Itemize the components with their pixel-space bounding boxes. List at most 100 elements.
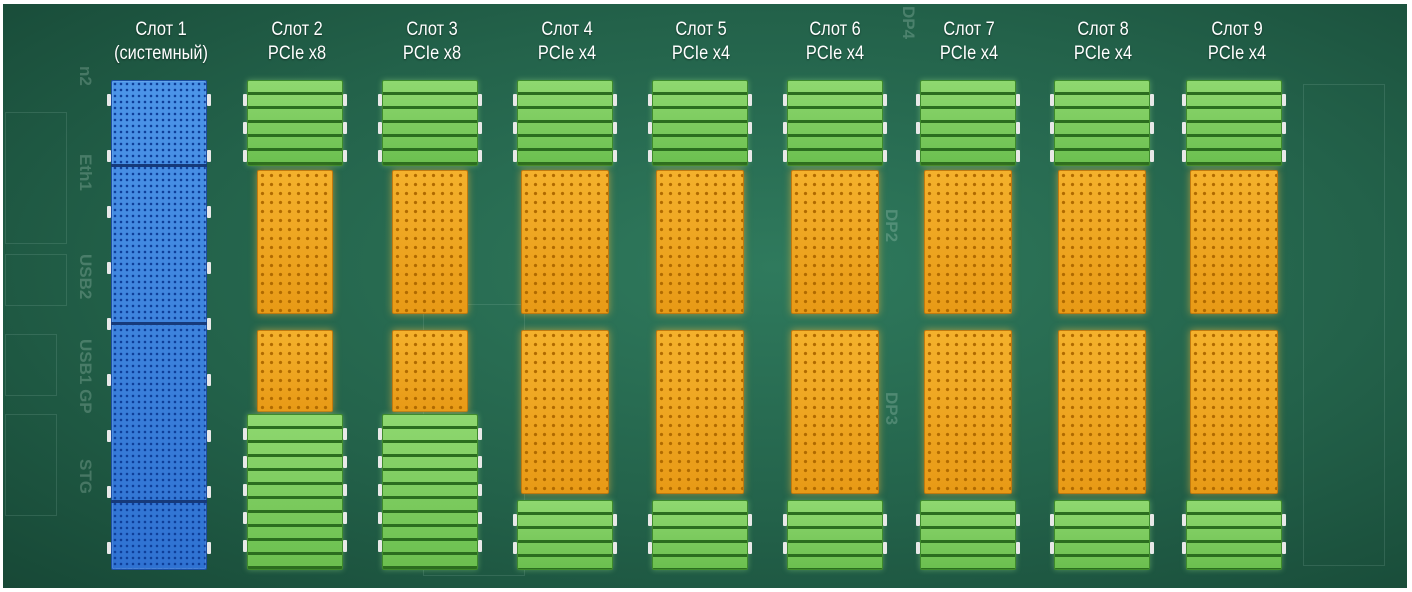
connector-latch [343, 540, 347, 552]
connector-latch [783, 94, 787, 106]
connector-latch [207, 486, 211, 498]
connector-latch [478, 456, 482, 468]
connector-latch [378, 540, 382, 552]
connector-latch [1150, 150, 1154, 162]
board-trace [5, 334, 57, 396]
connector-latch [748, 94, 752, 106]
connector-latch [1182, 542, 1186, 554]
silkscreen-n2: n2 [76, 66, 95, 86]
connector-latch [378, 150, 382, 162]
connector-latch [343, 428, 347, 440]
connector-latch [1050, 94, 1054, 106]
highlighted-lane-area-slot-4 [521, 170, 609, 314]
connector-latch [243, 484, 247, 496]
connector-latch [613, 150, 617, 162]
backplane-board: n2 Eth1 USB2 USB1 GP STG DP4 DP2 DP3 Сло… [3, 4, 1407, 588]
connector-latch [207, 430, 211, 442]
pcie-connector-slot-3 [382, 414, 478, 570]
pcie-connector-slot-2 [247, 80, 343, 166]
connector-latch [378, 122, 382, 134]
connector-latch [343, 122, 347, 134]
connector-latch [107, 262, 111, 274]
connector-latch [107, 430, 111, 442]
highlighted-lane-area-slot-2 [257, 330, 333, 412]
connector-latch [648, 122, 652, 134]
connector-latch [378, 512, 382, 524]
connector-latch [207, 374, 211, 386]
connector-latch [343, 150, 347, 162]
connector-latch [1050, 150, 1054, 162]
connector-latch [1282, 514, 1286, 526]
pcie-connector-slot-6 [787, 80, 883, 166]
slot-label-1: Слот 1(системный) [101, 18, 221, 66]
connector-latch [1282, 94, 1286, 106]
pcie-connector-slot-8 [1054, 500, 1150, 570]
slot-interface: PCIe x4 [939, 43, 999, 64]
connector-latch [613, 542, 617, 554]
board-trace [5, 112, 67, 244]
slot-name: Слот 9 [1211, 19, 1263, 40]
connector-latch [343, 484, 347, 496]
connector-latch [1016, 122, 1020, 134]
pcie-connector-slot-2 [247, 414, 343, 570]
connector-latch [916, 122, 920, 134]
connector-latch [748, 514, 752, 526]
highlighted-lane-area-slot-7 [924, 330, 1012, 494]
highlighted-lane-area-slot-6 [791, 170, 879, 314]
silkscreen-dp2: DP2 [882, 209, 901, 243]
silkscreen-usb1-gp: USB1 GP [76, 339, 95, 414]
connector-latch [883, 542, 887, 554]
connector-latch [207, 94, 211, 106]
connector-latch [478, 512, 482, 524]
highlighted-lane-area-slot-7 [924, 170, 1012, 314]
highlighted-lane-area-slot-5 [656, 330, 744, 494]
connector-latch [107, 150, 111, 162]
pcie-connector-slot-5 [652, 80, 748, 166]
connector-latch [613, 514, 617, 526]
connector-latch [478, 428, 482, 440]
connector-latch [343, 94, 347, 106]
slot-name: Слот 7 [943, 19, 995, 40]
connector-latch [378, 484, 382, 496]
connector-latch [748, 542, 752, 554]
slot-interface: PCIe x4 [537, 43, 597, 64]
highlighted-lane-area-slot-6 [791, 330, 879, 494]
connector-latch [916, 150, 920, 162]
connector-latch [1050, 122, 1054, 134]
connector-latch [207, 318, 211, 330]
silkscreen-eth1: Eth1 [76, 154, 95, 191]
highlighted-lane-area-slot-3 [392, 330, 468, 412]
system-connector-divider [111, 164, 207, 167]
connector-latch [783, 122, 787, 134]
connector-latch [207, 542, 211, 554]
connector-latch [883, 122, 887, 134]
connector-latch [478, 540, 482, 552]
slot-interface: PCIe x4 [671, 43, 731, 64]
slot-name: Слот 6 [809, 19, 861, 40]
connector-latch [883, 150, 887, 162]
slot-interface: PCIe x4 [1073, 43, 1133, 64]
connector-latch [207, 150, 211, 162]
board-trace [5, 414, 57, 516]
connector-latch [478, 94, 482, 106]
highlighted-lane-area-slot-4 [521, 330, 609, 494]
connector-latch [513, 150, 517, 162]
connector-latch [916, 514, 920, 526]
connector-latch [107, 94, 111, 106]
connector-latch [513, 514, 517, 526]
connector-latch [1016, 514, 1020, 526]
connector-latch [513, 122, 517, 134]
connector-latch [1050, 514, 1054, 526]
pcie-connector-slot-4 [517, 80, 613, 166]
connector-latch [243, 540, 247, 552]
pcie-connector-slot-7 [920, 500, 1016, 570]
pcie-connector-slot-6 [787, 500, 883, 570]
connector-latch [243, 512, 247, 524]
connector-latch [243, 150, 247, 162]
highlighted-lane-area-slot-3 [392, 170, 468, 314]
